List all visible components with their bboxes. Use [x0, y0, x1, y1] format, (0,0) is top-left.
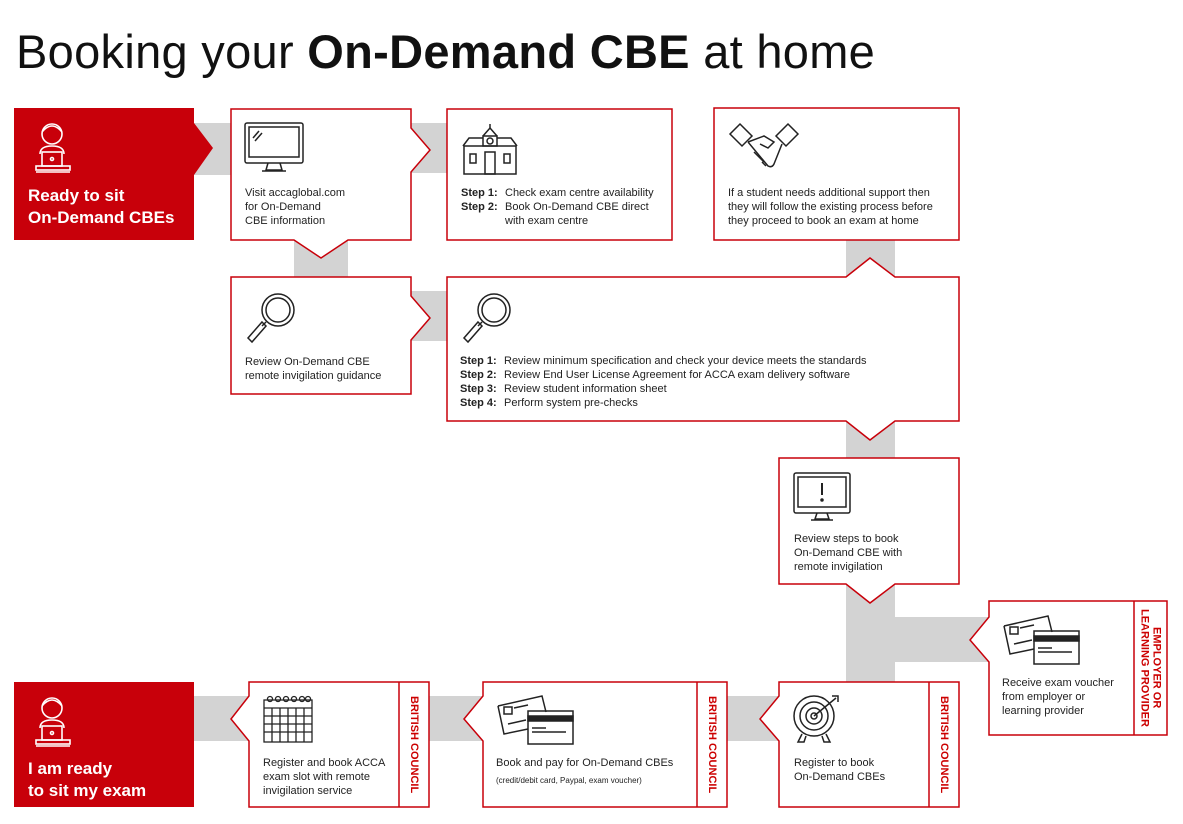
support-line: they will follow the existing process be…: [728, 201, 933, 213]
slot-line: invigilation service: [263, 785, 353, 797]
title-suffix: at home: [689, 25, 876, 78]
voucher-line: from employer or: [1002, 691, 1086, 703]
title-bold: On-Demand CBE: [307, 25, 690, 78]
title-prefix: Booking your: [16, 25, 308, 78]
checks-box: [446, 257, 960, 441]
start-line2: On-Demand CBEs: [28, 208, 175, 227]
pay-note: (credit/debit card, Paypal, exam voucher…: [496, 776, 642, 785]
start-box: [14, 108, 213, 240]
pay-text: Book and pay for On-Demand CBEs (credit/d…: [496, 756, 673, 788]
step-text: Review End User License Agreement for AC…: [504, 369, 851, 381]
voucher-text: Receive exam voucher from employer or lear…: [1002, 676, 1114, 718]
pay-line: Book and pay for On-Demand CBEs: [496, 757, 674, 769]
support-line: If a student needs additional support th…: [728, 187, 930, 199]
voucher-line: Receive exam voucher: [1002, 677, 1114, 689]
step-label: Step 2:: [460, 369, 497, 381]
voucher-line: learning provider: [1002, 705, 1084, 717]
step-text: Review minimum specification and check y…: [504, 355, 867, 367]
page-title: Booking your On-Demand CBE at home: [16, 24, 875, 79]
register-box: [759, 681, 960, 808]
register-line: Register to book: [794, 757, 875, 769]
handshake-icon: [728, 122, 800, 168]
step-row: Step 4: Perform system pre-checks: [460, 396, 867, 410]
magnifier-icon: [462, 293, 511, 344]
end-line2: to sit my exam: [28, 781, 147, 800]
review-line: Review steps to book: [794, 533, 899, 545]
review-steps-box: [778, 457, 960, 604]
guidance-box: [230, 276, 431, 395]
visit-line: for On-Demand: [245, 201, 321, 213]
step-row: Step 3: Review student information sheet: [460, 382, 867, 396]
person-laptop-icon: [35, 123, 71, 173]
start-line1: Ready to sit: [28, 186, 125, 205]
review-line: On-Demand CBE with: [794, 547, 903, 559]
step-row: Step 1: Check exam centre availability: [461, 186, 654, 200]
step-label: Step 1:: [460, 355, 497, 367]
support-line: they proceed to book an exam at home: [728, 215, 919, 227]
magnifier-icon: [246, 293, 295, 344]
visit-line: CBE information: [245, 215, 326, 227]
review-line: remote invigilation: [794, 561, 883, 573]
end-label: I am ready to sit my exam: [28, 758, 146, 802]
visit-line: Visit accaglobal.com: [245, 187, 346, 199]
step-row: Step 2: Book On-Demand CBE direct: [461, 200, 654, 214]
cards-icon: [497, 695, 574, 745]
step-row: Step 1: Review minimum specification and …: [460, 354, 867, 368]
slot-line: Register and book ACCA: [263, 757, 386, 769]
step-label: Step 3:: [460, 383, 497, 395]
target-icon: [793, 695, 839, 743]
guidance-line: Review On-Demand CBE: [245, 356, 370, 368]
step-label: [461, 214, 505, 228]
person-laptop-icon: [35, 697, 71, 747]
employer-provider-label: EMPLOYER OR LEARNING PROVIDER: [1138, 609, 1163, 727]
british-council-label: BRITISH COUNCIL: [706, 695, 718, 794]
support-box: [713, 107, 960, 241]
end-line1: I am ready: [28, 759, 113, 778]
guidance-line: remote invigilation guidance: [245, 370, 382, 382]
step-text: Check exam centre availability: [505, 187, 654, 199]
school-building-icon: [462, 124, 518, 175]
pay-box: [463, 681, 728, 808]
slot-text: Register and book ACCA exam slot with rem…: [263, 756, 385, 798]
calendar-icon: [263, 695, 313, 743]
cards-icon: [1003, 615, 1080, 665]
step-text: Review student information sheet: [504, 383, 667, 395]
step-text: with exam centre: [505, 215, 589, 227]
voucher-box: [969, 600, 1168, 736]
support-text: If a student needs additional support th…: [728, 186, 933, 228]
centre-steps: Step 1: Check exam centre availability St…: [461, 186, 654, 228]
british-council-label: BRITISH COUNCIL: [938, 695, 950, 794]
step-row: with exam centre: [461, 214, 654, 228]
visit-box: [230, 108, 431, 259]
step-text: Perform system pre-checks: [504, 397, 638, 409]
step-text: Book On-Demand CBE direct: [505, 201, 649, 213]
monitor-icon: [244, 122, 304, 172]
step-label: Step 1:: [461, 187, 498, 199]
slot-line: exam slot with remote: [263, 771, 370, 783]
checks-steps: Step 1: Review minimum specification and …: [460, 354, 867, 410]
step-label: Step 2:: [461, 201, 498, 213]
guidance-text: Review On-Demand CBE remote invigilation …: [245, 355, 381, 383]
step-label: Step 4:: [460, 397, 497, 409]
monitor-alert-icon: [793, 472, 851, 521]
register-line: On-Demand CBEs: [794, 771, 886, 783]
british-council-label: BRITISH COUNCIL: [408, 695, 420, 794]
step-row: Step 2: Review End User License Agreement…: [460, 368, 867, 382]
